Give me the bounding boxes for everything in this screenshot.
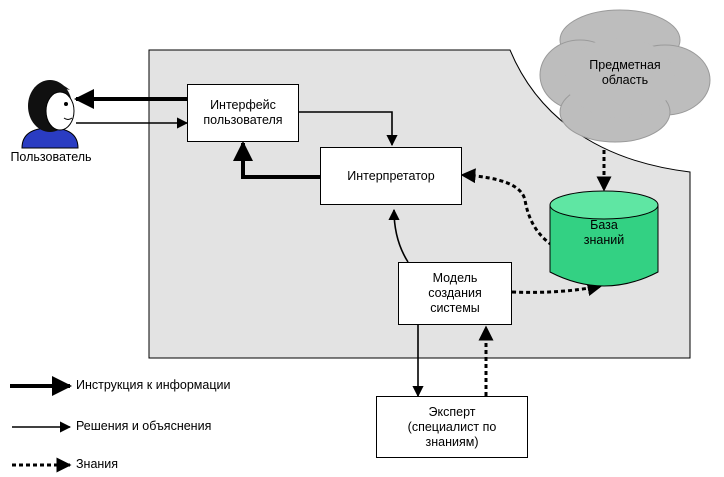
knowledge-base-cylinder bbox=[549, 190, 659, 287]
cloud-shape bbox=[539, 9, 711, 143]
instruction-arrows bbox=[10, 89, 320, 396]
expert-box[interactable]: Эксперт (специалист по знаниям) bbox=[376, 396, 528, 458]
user-icon bbox=[21, 80, 79, 149]
legend-decisions: Решения и объяснения bbox=[76, 419, 212, 433]
domain-label: Предметная область bbox=[589, 58, 661, 87]
decision-arrows bbox=[12, 111, 424, 433]
user-label: Пользователь bbox=[10, 150, 92, 164]
legend-instructions: Инструкция к информации bbox=[76, 378, 231, 392]
knowledge-arrows bbox=[12, 150, 612, 473]
knowledge-base-label: База знаний bbox=[583, 218, 625, 247]
model-box[interactable]: Модель создания системы bbox=[398, 262, 512, 325]
interface-box[interactable]: Интерфейс пользователя bbox=[187, 84, 299, 142]
legend-knowledge: Знания bbox=[76, 457, 119, 471]
interpreter-box[interactable]: Интерпретатор bbox=[320, 147, 462, 205]
